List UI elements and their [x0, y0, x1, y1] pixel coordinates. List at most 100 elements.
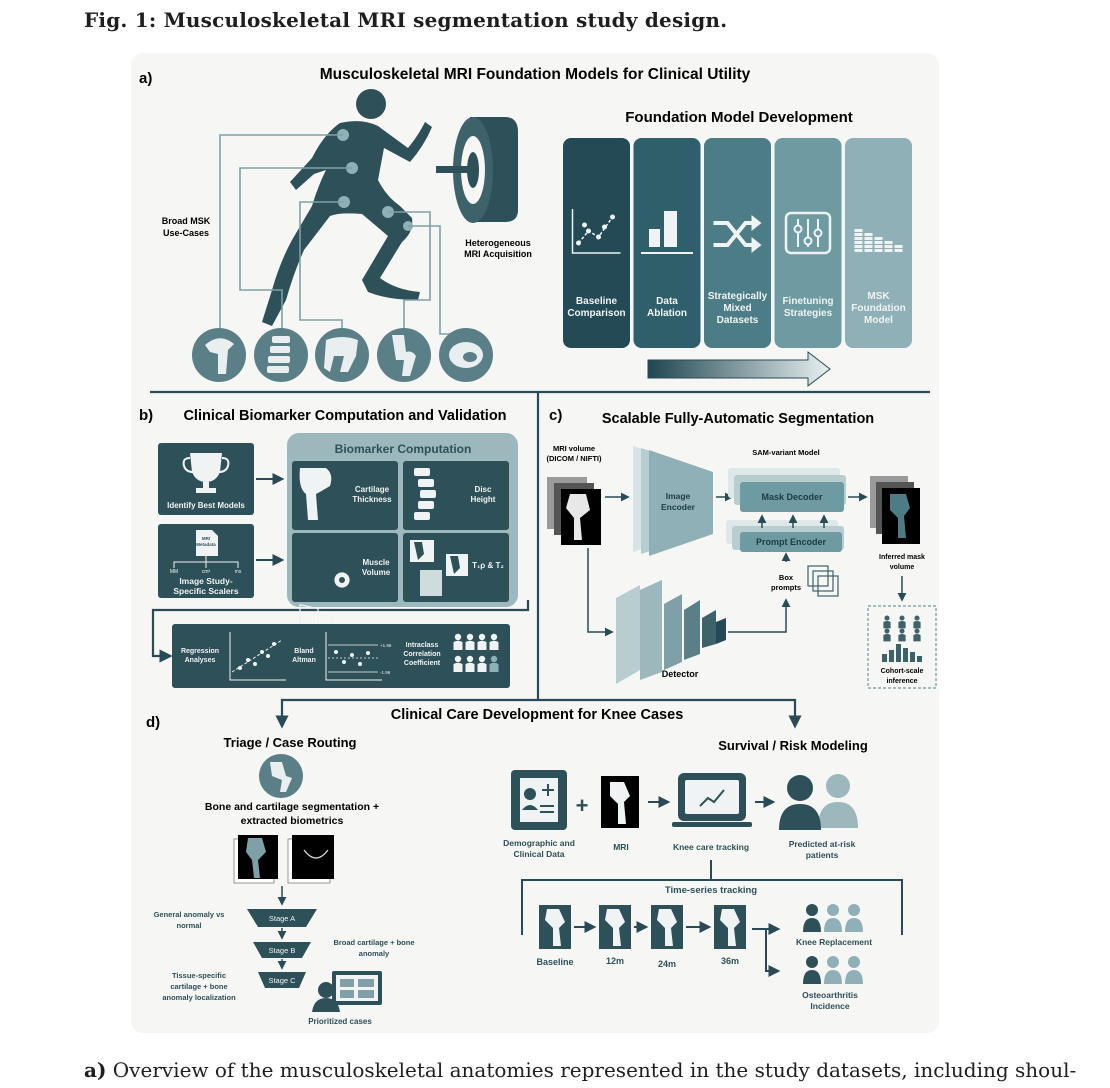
- timepoint-label-3: 24m: [658, 959, 676, 969]
- bar-chart-icon: [641, 211, 693, 254]
- spine-icon: [254, 328, 308, 382]
- predicted-label-1: Predicted at-risk: [789, 839, 856, 849]
- progress-arrow: [647, 350, 831, 388]
- panel-a: a) Musculoskeletal MRI Foundation Models…: [139, 66, 912, 388]
- broad-anomaly-label-2: anomaly: [359, 949, 390, 958]
- cohort-bars-icon: [882, 644, 922, 662]
- stage-b-funnel: [253, 942, 311, 958]
- box-prompts-label-1: Box: [779, 573, 794, 582]
- hip-icon: [315, 328, 369, 382]
- mri-label: MRI: [613, 842, 629, 852]
- fm-column-5-label-3: Model: [864, 315, 893, 326]
- broad-msk-label-2: Use-Cases: [163, 228, 209, 238]
- tissue-label-1: Tissue-specific: [172, 971, 226, 980]
- broad-anomaly-label-1: Broad cartilage + bone: [333, 938, 414, 947]
- broad-msk-label-1: Broad MSK: [162, 216, 211, 226]
- timepoint-1: Baseline: [536, 905, 574, 967]
- stage-b-label: Stage B: [269, 946, 296, 955]
- general-label-2: normal: [176, 921, 201, 930]
- fm-column-1-label-2: Comparison: [567, 308, 625, 319]
- regression-label-2: Analyses: [185, 657, 216, 664]
- unit-cm3: cm³: [202, 569, 211, 575]
- knee-circle-icon: [259, 754, 303, 798]
- body-text: Overview of the musculoskeletal anatomie…: [112, 1058, 1077, 1082]
- tissue-label-2: cartilage + bone: [170, 982, 227, 991]
- inferred-label-1: Inferred mask: [879, 554, 925, 561]
- detector-block: [616, 580, 726, 684]
- stage-a-funnel: [247, 909, 317, 927]
- panel-c-letter: c): [549, 407, 562, 424]
- timepoint-label-1: Baseline: [536, 957, 573, 967]
- panel-d: d) Clinical Care Development for Knee Ca…: [146, 707, 903, 1026]
- survival-title: Survival / Risk Modeling: [718, 738, 868, 753]
- icc-label-1: Intraclass: [406, 642, 439, 649]
- fm-column-3-label-1: Strategically: [708, 291, 768, 302]
- cohort-people-icons: [883, 615, 921, 642]
- seg-label-1: Bone and cartilage segmentation +: [205, 801, 379, 813]
- mri-acq-label-2: MRI Acquisition: [464, 249, 532, 259]
- runner-icon: [262, 89, 432, 326]
- oa-label-2: Incidence: [810, 1001, 849, 1011]
- person-icon: [453, 655, 463, 672]
- sam-label: SAM-variant Model: [752, 448, 820, 457]
- prompt-encoder-block: [726, 520, 844, 552]
- t1rho-label: T₁ρ & T₂: [472, 561, 504, 570]
- stage-c-label: Stage C: [268, 976, 296, 985]
- fm-columns: BaselineComparisonDataAblationStrategica…: [563, 138, 912, 348]
- panel-a-letter: a): [139, 70, 152, 87]
- detector-label: Detector: [662, 669, 699, 679]
- figure-label: Fig. 1:: [84, 8, 157, 32]
- mask-decoder-block: [728, 468, 846, 512]
- figure-caption: Fig. 1: Musculoskeletal MRI segmentation…: [84, 8, 727, 32]
- person-icon: [883, 628, 891, 642]
- person-icon: [465, 655, 475, 672]
- disc-label-1: Disc: [475, 485, 492, 494]
- mri-meta-label-2: Metadata: [196, 542, 216, 547]
- at-risk-patients-icon: [779, 774, 858, 830]
- muscle-label-2: Volume: [362, 568, 391, 577]
- sliders-icon: [784, 211, 832, 255]
- timepoint-label-2: 12m: [606, 956, 624, 966]
- section-dividers: [150, 390, 930, 729]
- segmentation-stack-left: [233, 835, 278, 884]
- stage-a-label: Stage A: [269, 914, 295, 923]
- fm-column-2-label-2: Ablation: [647, 308, 687, 319]
- ankle-icon: [439, 328, 493, 382]
- sd-minus-label: -1.96: [380, 670, 391, 675]
- segmentation-stack-right: [287, 835, 334, 884]
- outcome-people-icons: [803, 904, 863, 984]
- fm-column-5-label-1: MSK: [867, 291, 890, 302]
- scalers-label-2: Specific Scalers: [173, 586, 238, 596]
- box-prompts-icon: [807, 565, 839, 597]
- metadata-doc-icon: MRI Metadata: [196, 530, 218, 556]
- scalers-label-1: Image Study-: [179, 576, 233, 586]
- panel-d-letter: d): [146, 714, 160, 731]
- panel-b-letter: b): [139, 407, 153, 424]
- fm-column-1-label-1: Baseline: [576, 296, 618, 307]
- knee-bone-icon: [299, 468, 332, 520]
- bland-label-2: Altman: [292, 657, 316, 664]
- mri-acq-label-1: Heterogeneous: [465, 238, 531, 248]
- cohort-label-2: inference: [886, 678, 917, 685]
- identify-label: Identify Best Models: [167, 501, 245, 510]
- tissue-label-3: anomaly localization: [162, 993, 236, 1002]
- inferred-label-2: volume: [890, 564, 915, 571]
- person-icon: [489, 655, 499, 672]
- disc-label-2: Height: [471, 495, 496, 504]
- mri-volume-label-2: (DICOM / NIFTI): [547, 454, 602, 463]
- person-icon: [477, 655, 487, 672]
- image-encoder-block: [633, 446, 713, 556]
- mri-volume-stack: [547, 477, 601, 545]
- knee-replacement-label: Knee Replacement: [796, 937, 872, 947]
- fm-title: Foundation Model Development: [625, 109, 853, 126]
- icc-label-3: Coefficient: [404, 660, 441, 667]
- clinical-record-icon: [511, 770, 567, 830]
- person-icon: [453, 633, 463, 650]
- triage-title: Triage / Case Routing: [224, 735, 357, 750]
- panel-a-title: Musculoskeletal MRI Foundation Models fo…: [320, 66, 751, 83]
- bland-altman-plot-icon: [325, 632, 382, 681]
- cohort-label-1: Cohort-scale: [881, 668, 924, 675]
